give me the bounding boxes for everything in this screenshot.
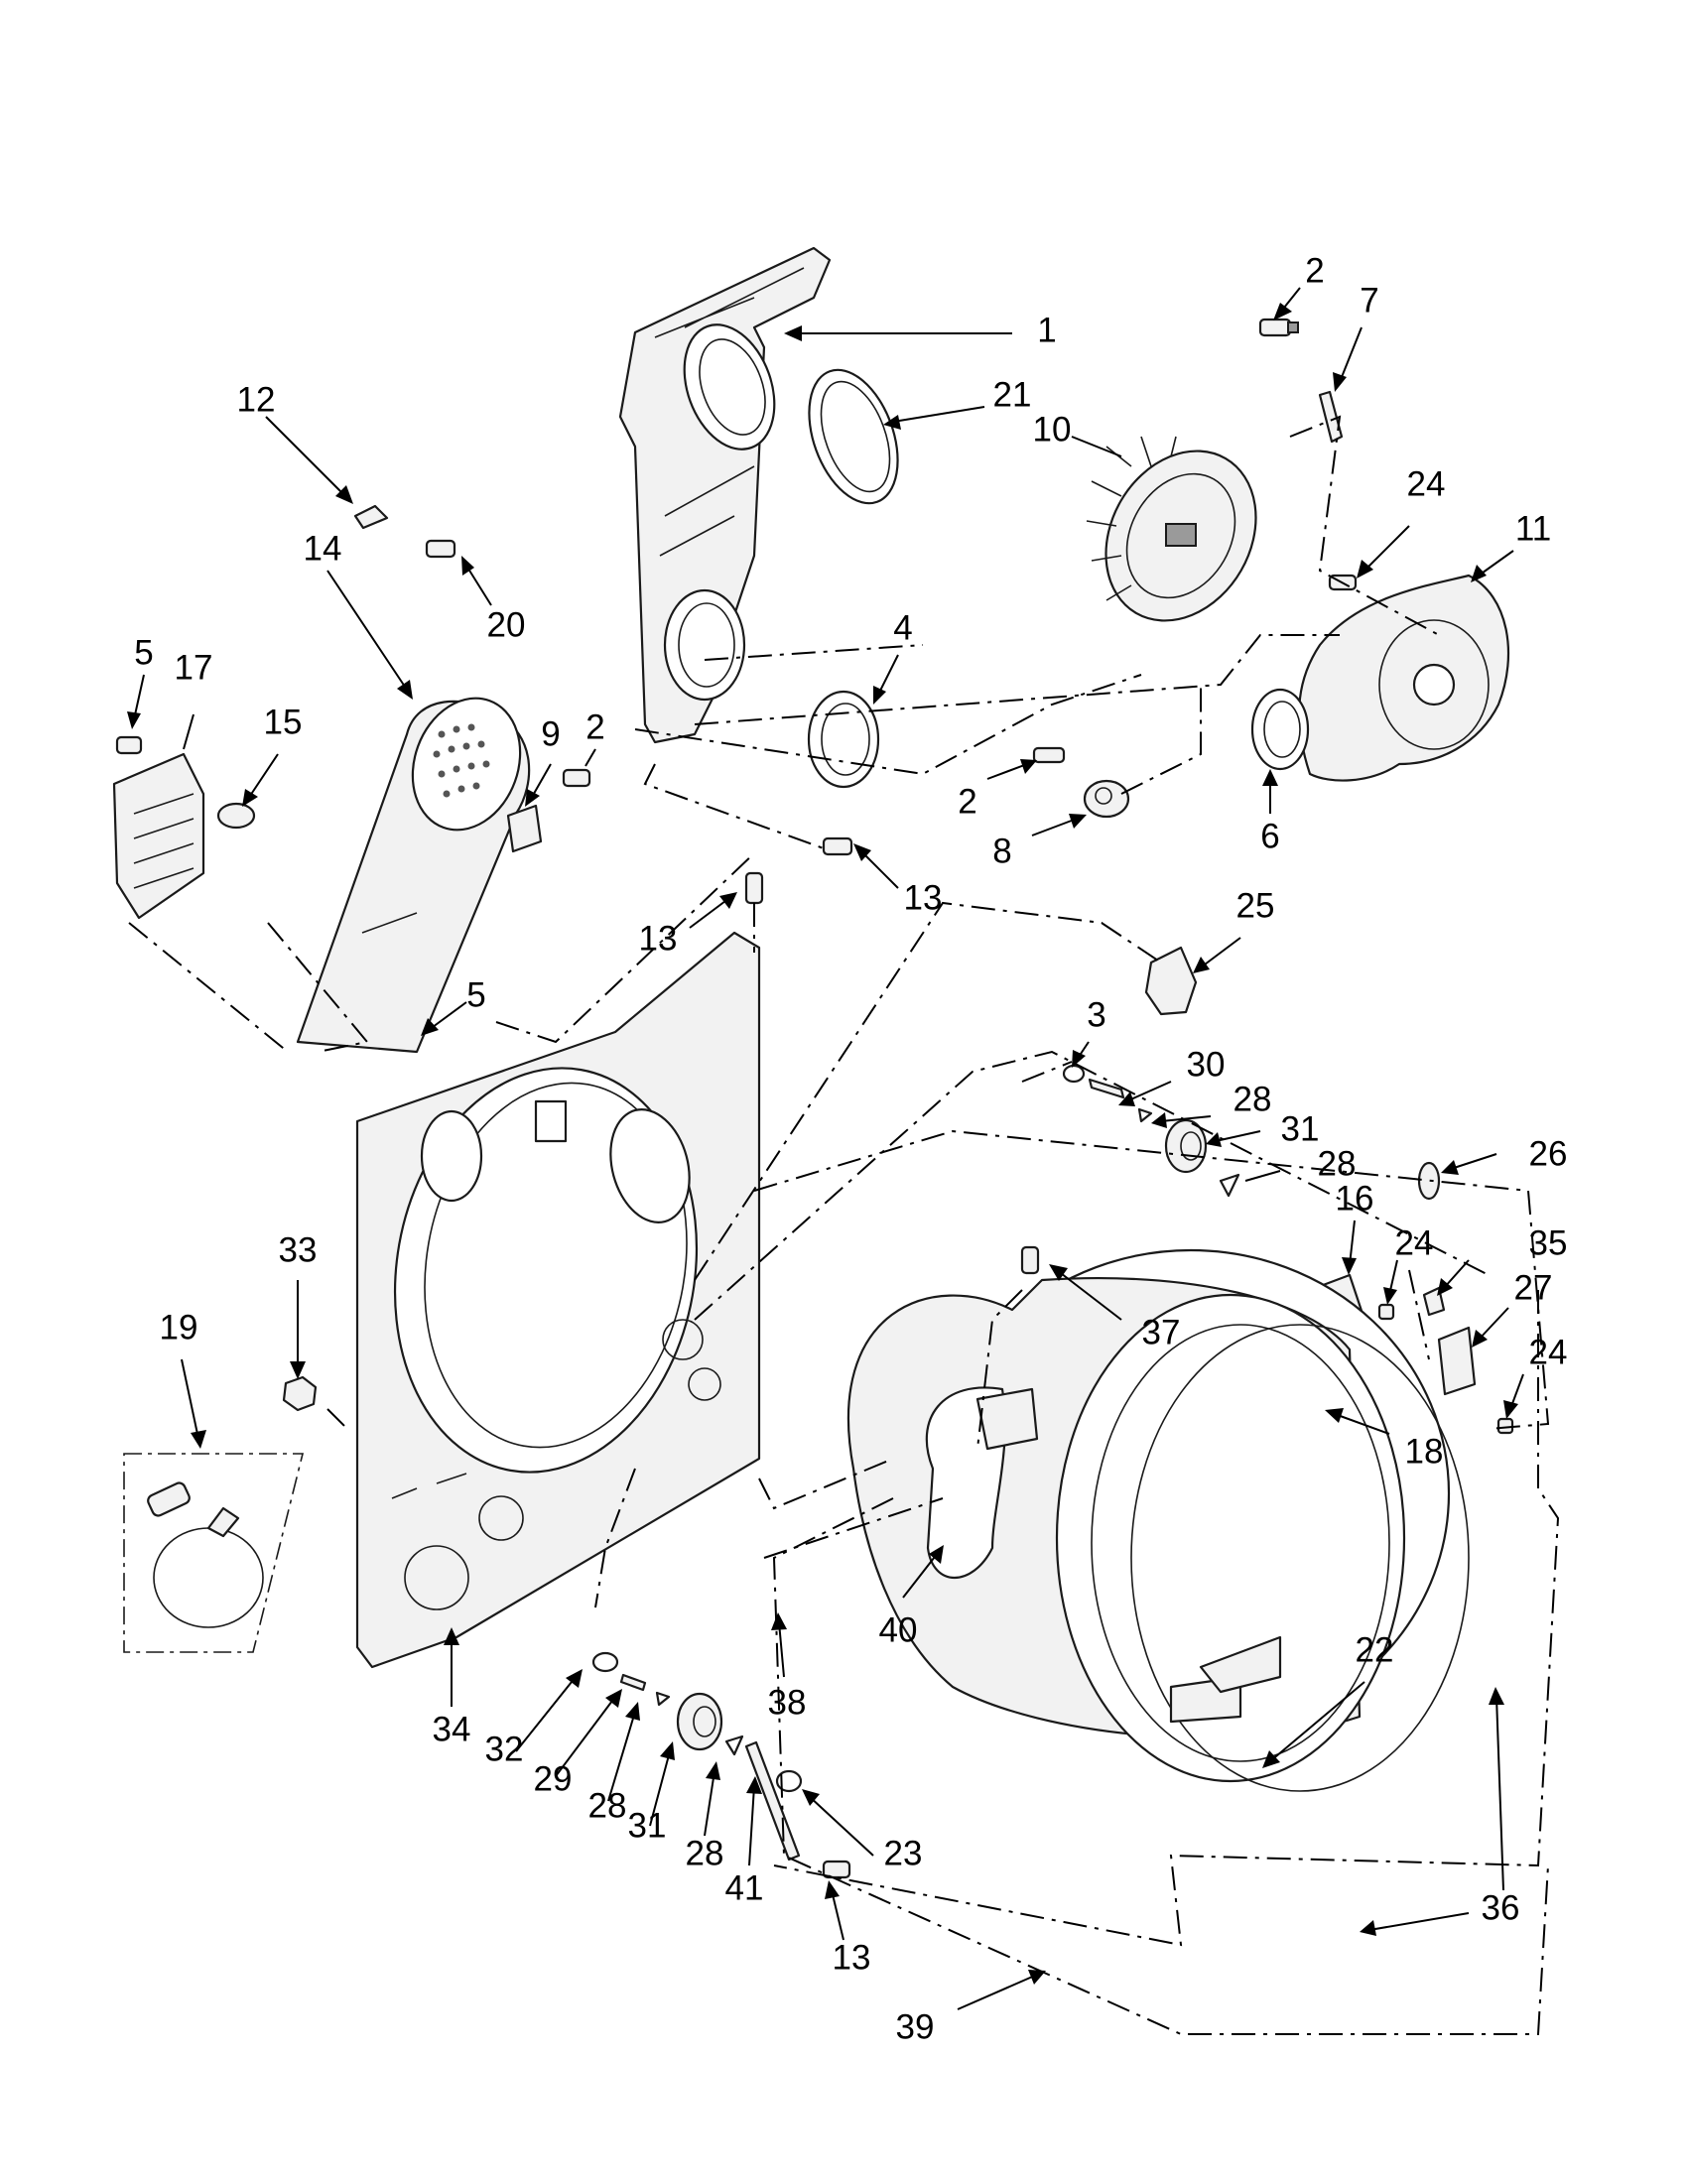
part-heater-element (112, 752, 205, 920)
assembly-phantom-lines (128, 415, 1560, 2035)
callout-8: 8 (992, 832, 1011, 870)
part-light-bulb (1417, 1161, 1441, 1201)
callout-39: 39 (896, 2007, 935, 2046)
callout-13-panel: 13 (639, 919, 678, 958)
callout-12: 12 (237, 380, 276, 419)
screw-20 (425, 539, 456, 559)
callout-30: 30 (1187, 1045, 1226, 1084)
callout-34: 34 (433, 1710, 471, 1748)
part-ring-seal (807, 690, 880, 789)
callout-19: 19 (160, 1308, 198, 1347)
callout-32: 32 (485, 1730, 524, 1768)
screw-5-left (115, 735, 143, 755)
screw-37 (1020, 1245, 1040, 1275)
part-thermal-fuse (216, 802, 256, 830)
callout-15: 15 (264, 703, 303, 741)
callout-1: 1 (1037, 311, 1056, 349)
callout-24-housing: 24 (1407, 464, 1446, 503)
screw-13-bottom (822, 1860, 851, 1879)
part-duct-seal (808, 368, 899, 505)
callout-9: 9 (541, 714, 560, 753)
callout-29: 29 (534, 1759, 573, 1798)
callout-4: 4 (893, 608, 912, 647)
callout-24-bracket: 24 (1529, 1333, 1568, 1371)
callout-11: 11 (1515, 509, 1551, 548)
callout-28-c: 28 (588, 1786, 627, 1825)
part-clip-7 (1318, 390, 1344, 444)
part-clip-12 (353, 504, 389, 530)
callout-3: 3 (1087, 995, 1105, 1034)
callout-2-thermostat: 2 (958, 782, 976, 821)
part-rear-duct-panel (618, 246, 832, 744)
part-thermostat (1083, 779, 1130, 819)
screw-13-duct (822, 836, 853, 856)
screw-24-switch (1377, 1303, 1395, 1321)
callout-38: 38 (768, 1683, 807, 1722)
callout-10: 10 (1033, 410, 1072, 449)
callout-14: 14 (304, 529, 342, 568)
callout-20: 20 (487, 605, 526, 644)
callout-22: 22 (1356, 1630, 1394, 1669)
part-wire-harness-kit (123, 1453, 305, 1653)
lint-screen-holes (433, 723, 490, 798)
callout-2-bracket: 2 (585, 707, 604, 746)
part-exhaust-duct (296, 697, 531, 1054)
callout-2-top: 2 (1305, 251, 1324, 290)
part-lamp-bracket (1437, 1326, 1477, 1396)
callout-labels: 1 21 2 7 10 24 11 12 14 20 4 5 17 15 9 2… (134, 251, 1567, 2046)
callout-7: 7 (1360, 281, 1378, 320)
callout-5-left: 5 (134, 633, 153, 672)
part-front-roller-assembly (591, 1651, 803, 1862)
screw-2-top (1258, 318, 1299, 337)
callout-28-a: 28 (1234, 1080, 1272, 1118)
callout-40: 40 (879, 1610, 918, 1649)
callout-35: 35 (1529, 1223, 1568, 1262)
callout-26: 26 (1529, 1134, 1568, 1173)
part-blower-housing (1298, 574, 1510, 782)
callout-13-duct: 13 (904, 878, 943, 917)
callout-13-bottom: 13 (833, 1938, 871, 1977)
callout-24-switch: 24 (1395, 1223, 1434, 1262)
screw-2-thermostat (1032, 746, 1066, 764)
part-bracket-9 (506, 804, 543, 853)
callout-18: 18 (1405, 1432, 1444, 1471)
part-bearing-ring (1250, 688, 1310, 771)
callout-16: 16 (1336, 1179, 1374, 1218)
part-front-panel (355, 931, 761, 1669)
screw-13-panel (744, 871, 764, 905)
part-nut (282, 1375, 318, 1412)
screw-24-bracket (1496, 1417, 1514, 1435)
callout-leaders (127, 287, 1524, 2010)
callout-23: 23 (884, 1834, 923, 1872)
callout-21: 21 (993, 375, 1032, 414)
callout-41: 41 (725, 1868, 764, 1907)
part-blower-wheel (1086, 436, 1257, 622)
part-light-lens (1144, 946, 1198, 1016)
callout-37: 37 (1142, 1313, 1181, 1351)
part-rear-roller-assembly (1062, 1064, 1240, 1198)
callout-6: 6 (1260, 817, 1279, 855)
part-drum (846, 1248, 1470, 1792)
callout-5-duct: 5 (466, 975, 485, 1014)
callout-33: 33 (279, 1230, 318, 1269)
callout-17: 17 (175, 648, 213, 687)
screw-2-bracket (562, 768, 591, 788)
callout-27: 27 (1514, 1268, 1553, 1307)
callout-31-a: 31 (1281, 1109, 1320, 1148)
callout-36: 36 (1482, 1888, 1520, 1927)
callout-31-b: 31 (628, 1806, 667, 1845)
callout-28-d: 28 (686, 1834, 724, 1872)
callout-28-b: 28 (1318, 1144, 1357, 1183)
callout-25: 25 (1236, 886, 1275, 925)
